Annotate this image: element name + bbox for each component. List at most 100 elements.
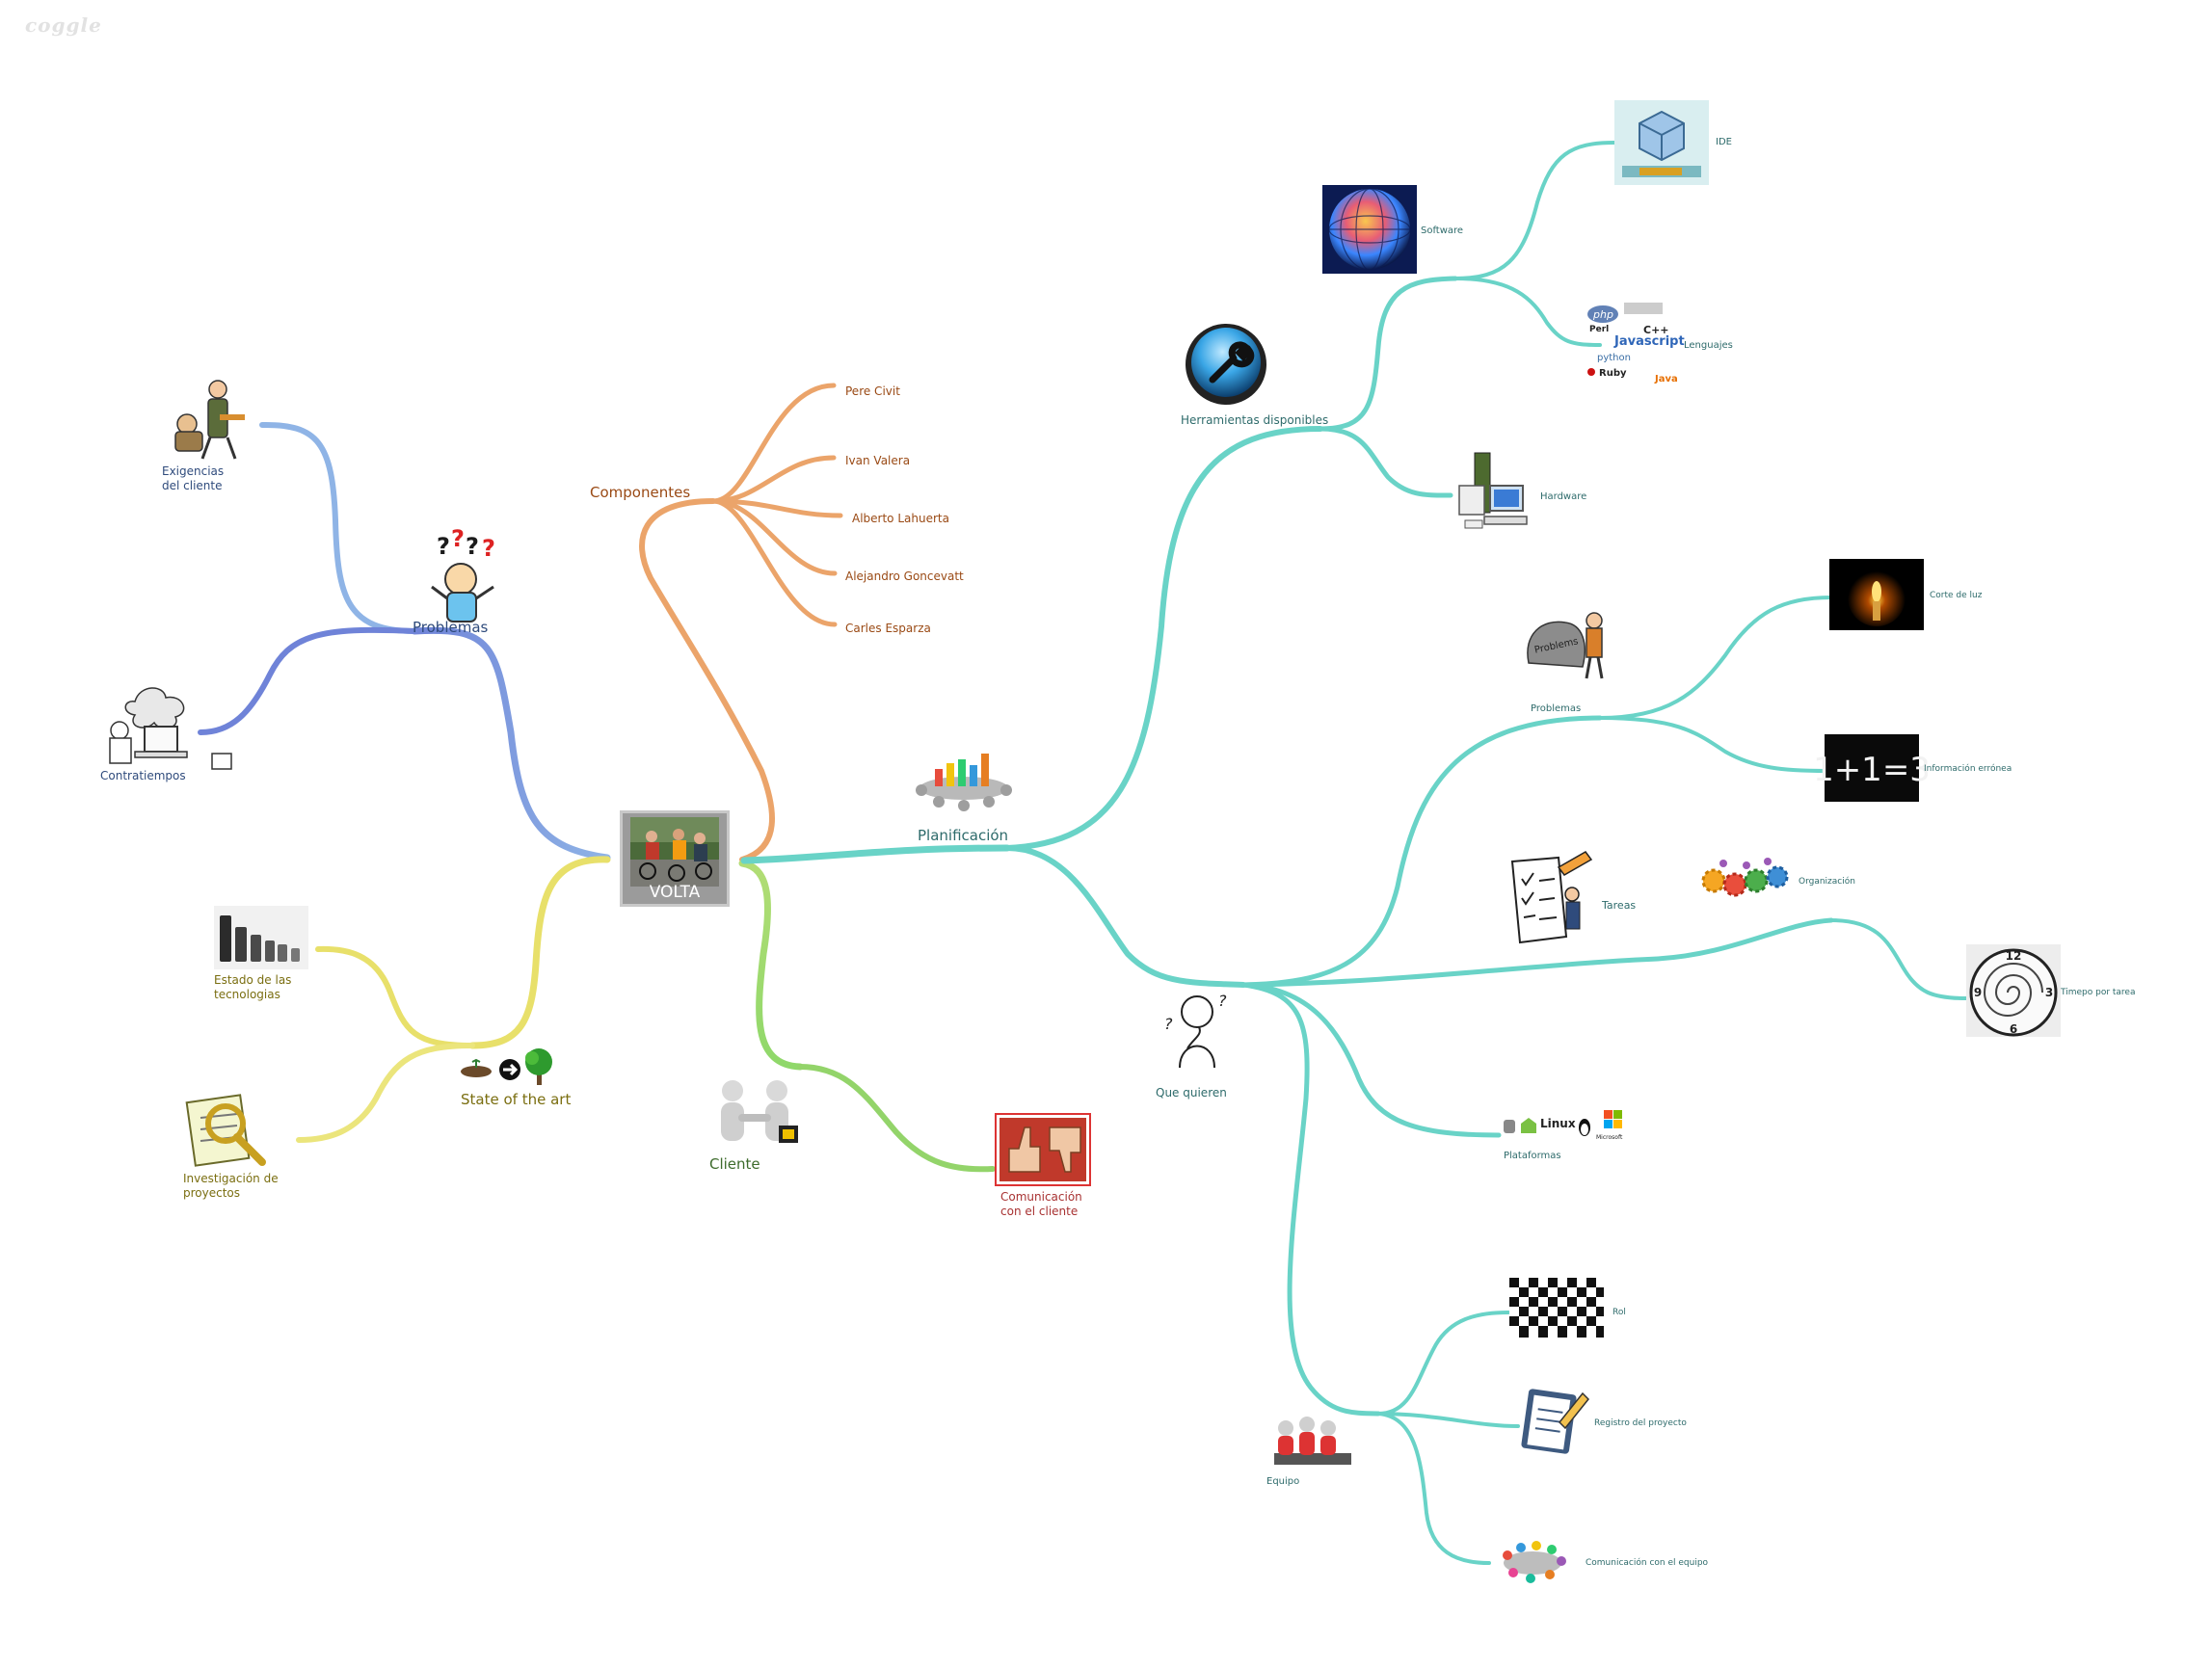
wrench-icon (1186, 324, 1266, 405)
php-logo-text: php (1592, 308, 1613, 321)
cliente-label[interactable]: Cliente (709, 1155, 760, 1173)
software-label[interactable]: Software (1421, 225, 1463, 236)
os-logos-icon: Linux Microsoft (1504, 1110, 1623, 1141)
exigencias-label[interactable]: Exigencias del cliente (162, 464, 227, 492)
contratiempos-label[interactable]: Contratiempos (100, 769, 186, 782)
wrong-math-text: 1+1=3 (1813, 751, 1931, 789)
wrong-math-icon: 1+1=3 (1813, 734, 1931, 802)
exigencias-line-1: Exigencias (162, 464, 224, 478)
organizacion-label[interactable]: Organización (1799, 876, 1855, 887)
tree-growth-icon (461, 1048, 552, 1085)
rol-label[interactable]: Rol (1612, 1308, 1626, 1317)
svg-text:?: ? (1218, 992, 1227, 1010)
plataformas-label[interactable]: Plataformas (1504, 1151, 1561, 1161)
svg-text:?: ? (1164, 1015, 1173, 1033)
lenguajes-label[interactable]: Lenguajes (1684, 340, 1733, 351)
connector-soft-lenguajes (1453, 277, 1602, 347)
problemas-label[interactable]: Problemas (413, 619, 489, 636)
root-node[interactable]: VOLTA (620, 810, 730, 907)
python-logo-text: python (1597, 353, 1631, 363)
person-ivan-label[interactable]: Ivan Valera (845, 454, 910, 467)
svg-text:?: ? (482, 535, 495, 562)
connector-state-estado (315, 945, 475, 1048)
person-alberto-label[interactable]: Alberto Lahuerta (852, 512, 949, 525)
connector-problemas-exigencias (259, 421, 417, 634)
componentes-label[interactable]: Componentes (590, 484, 690, 501)
estado-tecnologias-label[interactable]: Estado de las tecnologias (214, 973, 295, 1001)
magnifier-document-icon (185, 1094, 266, 1167)
connector-prob-info (1598, 716, 1828, 773)
herramientas-label[interactable]: Herramientas disponibles (1181, 413, 1328, 427)
angry-client-icon (174, 380, 245, 460)
cyclists-photo (630, 817, 719, 887)
candle-icon (1829, 559, 1924, 630)
connector-equipo-comunicacion (1376, 1412, 1491, 1565)
connector-root-cliente (738, 860, 804, 1071)
perl-logo-text: Perl (1589, 325, 1609, 334)
clipboard-icon (1521, 1389, 1590, 1454)
phones-evolution-icon (214, 906, 308, 969)
comunicacion-cliente-line-1: Comunicación (1000, 1190, 1082, 1204)
connector-comp-alejandro (710, 498, 838, 576)
investigacion-label[interactable]: Investigación de proyectos (183, 1172, 281, 1200)
connector-qq-plataformas (1240, 982, 1502, 1138)
connector-equipo-registro (1376, 1412, 1520, 1428)
languages-icon: php C++ Perl Javascript python Ruby Java (1587, 303, 1685, 384)
connector-root-problemas (411, 626, 611, 861)
connector-problemas-contratiempos (198, 626, 417, 735)
tiempo-tarea-label[interactable]: Timepo por tarea (2060, 988, 2135, 997)
corte-luz-label[interactable]: Corte de luz (1930, 591, 1983, 600)
connector-plan-herramientas (1004, 426, 1323, 851)
que-quieren-label[interactable]: Que quieren (1156, 1086, 1227, 1099)
planificacion-label[interactable]: Planificación (918, 827, 1008, 844)
exigencias-line-2: del cliente (162, 479, 223, 492)
registro-label[interactable]: Registro del proyecto (1594, 1418, 1687, 1428)
person-alejandro-label[interactable]: Alejandro Goncevatt (845, 570, 964, 583)
confused-person-icon: ? ? ? ? (431, 525, 495, 623)
svg-text:12: 12 (2006, 949, 2022, 963)
person-carles-label[interactable]: Carles Esparza (845, 622, 931, 635)
software-globe-icon (1322, 185, 1417, 274)
connector-qq-problemas (1240, 715, 1603, 988)
connector-qq-equipo (1240, 982, 1381, 1417)
comunicacion-cliente-line-2: con el cliente (1000, 1205, 1078, 1218)
state-of-art-label[interactable]: State of the art (461, 1091, 571, 1108)
chess-board-icon (1509, 1278, 1604, 1338)
connector-comp-pere (710, 383, 837, 504)
svg-text:?: ? (437, 533, 450, 560)
connector-comp-carles (710, 498, 838, 627)
comunicacion-equipo-label[interactable]: Comunicación con el equipo (1586, 1557, 1709, 1568)
investigacion-line-2: proyectos (183, 1186, 240, 1200)
ide-label[interactable]: IDE (1716, 137, 1732, 147)
problemas-right-label[interactable]: Problemas (1531, 703, 1581, 714)
hardware-label[interactable]: Hardware (1540, 491, 1586, 502)
problems-rock-icon: Problems (1527, 612, 1604, 679)
person-pere-label[interactable]: Pere Civit (845, 384, 900, 398)
connector-soft-ide (1453, 141, 1616, 280)
exploding-computer-icon (109, 687, 232, 770)
netbeans-icon (1614, 100, 1709, 185)
comunicacion-cliente-label[interactable]: Comunicación con el cliente (1000, 1190, 1086, 1218)
team-circle-icon (1503, 1541, 1566, 1583)
connector-prob-corte (1598, 596, 1833, 720)
info-erronea-label[interactable]: Información errónea (1924, 763, 2012, 774)
connector-root-state (468, 856, 611, 1049)
handshake-icon (721, 1080, 798, 1143)
connector-root-componentes (639, 498, 776, 862)
connector-equipo-rol (1376, 1311, 1510, 1416)
coggle-logo[interactable]: coggle (25, 13, 102, 37)
connectors (198, 141, 1968, 1565)
connector-tareas-tiempo (1829, 918, 1968, 1000)
gears-people-icon (1701, 858, 1789, 897)
estado-line-1: Estado de las (214, 973, 291, 987)
connector-state-investigacion (296, 1043, 475, 1143)
svg-text:9: 9 (1974, 986, 1982, 999)
tareas-label[interactable]: Tareas (1601, 899, 1636, 912)
estado-line-2: tecnologias (214, 988, 280, 1001)
svg-text:3: 3 (2045, 986, 2053, 999)
java-logo-text: Java (1654, 374, 1678, 384)
microsoft-logo-text: Microsoft (1596, 1134, 1623, 1141)
equipo-label[interactable]: Equipo (1266, 1476, 1299, 1487)
